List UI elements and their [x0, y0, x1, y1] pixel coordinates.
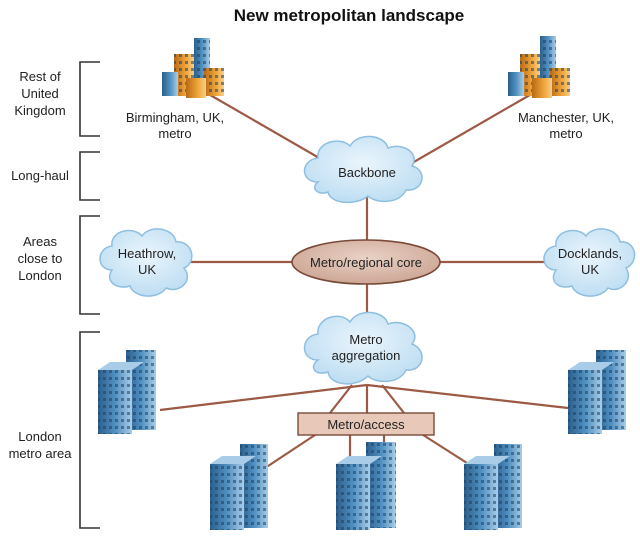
building-cluster-3-icon: [464, 444, 522, 530]
svg-text:Heathrow,UK: Heathrow,UK: [118, 246, 177, 277]
diagram-title: New metropolitan landscape: [234, 6, 465, 25]
link-aggregation-building-left: [159, 383, 368, 412]
manchester-label: Manchester, UK,metro: [518, 110, 614, 141]
tier-long-haul: Long-haul: [11, 151, 100, 201]
heathrow-cloud: Heathrow,UK: [99, 228, 193, 297]
svg-text:Docklands,UK: Docklands,UK: [558, 246, 622, 277]
link-aggregation-access-c: [381, 384, 405, 414]
metro-access-box: Metro/access: [297, 412, 435, 436]
docklands-cloud: Docklands,UK: [543, 228, 636, 297]
birmingham-label: Birmingham, UK,metro: [126, 110, 224, 141]
birmingham-city-icon: [162, 38, 224, 98]
backbone-cloud: Backbone: [303, 135, 423, 204]
link-aggregation-access-a: [329, 384, 353, 414]
building-cluster-right-icon: [568, 350, 626, 434]
building-cluster-1-icon: [210, 444, 268, 530]
manchester-city-icon: [508, 36, 570, 98]
metro-regional-core: Metro/regional core: [291, 239, 441, 285]
svg-text:Metro/access: Metro/access: [327, 417, 405, 432]
link-aggregation-building-right: [366, 383, 569, 410]
svg-text:Backbone: Backbone: [338, 165, 396, 180]
svg-text:Long-haul: Long-haul: [11, 168, 69, 183]
link-access-building-1: [261, 432, 319, 471]
building-cluster-2-icon: [336, 442, 396, 530]
link-manchester-backbone: [399, 91, 536, 171]
building-cluster-left-icon: [98, 350, 156, 434]
svg-text:Metro/regional core: Metro/regional core: [310, 255, 422, 270]
